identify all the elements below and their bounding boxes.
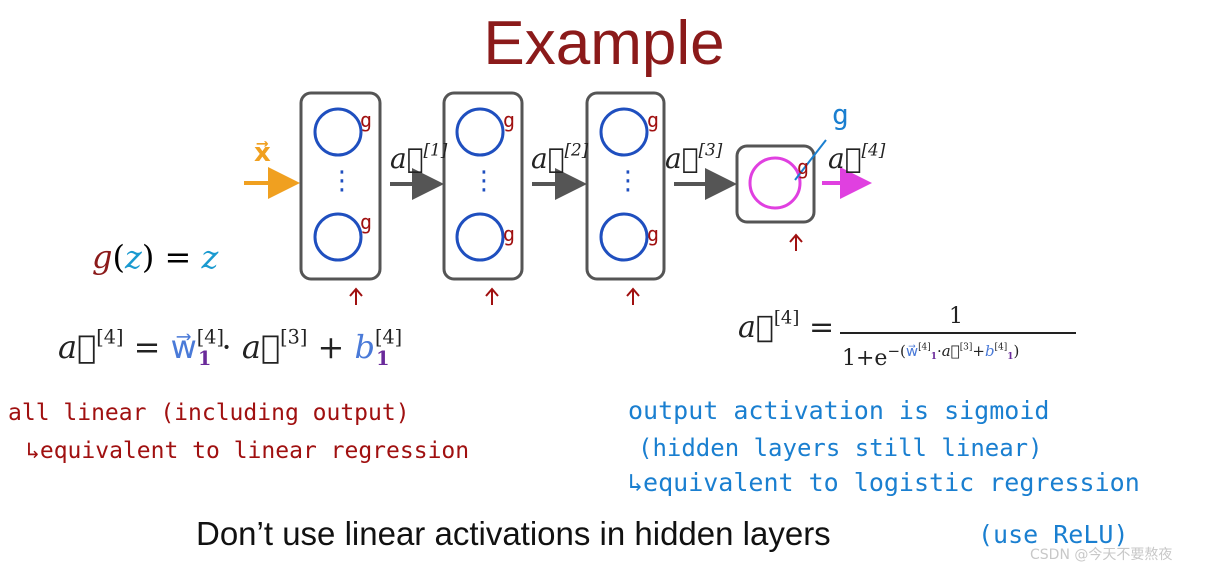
note-linear-regression: ↳equivalent to linear regression bbox=[26, 438, 470, 464]
slide-title: Example bbox=[483, 9, 725, 78]
layer-box bbox=[585, 91, 666, 281]
neuron bbox=[313, 107, 363, 157]
edge-label-1: a⃗[1] bbox=[390, 139, 448, 175]
neuron bbox=[455, 212, 505, 262]
edge-label-2: a⃗[2] bbox=[531, 139, 589, 175]
sigmoid-denominator: 1+e−(w⃗[4]1·a⃗[3]+b[4]1) bbox=[842, 342, 1020, 371]
linear-activation-formula: g(z) = z bbox=[92, 238, 219, 276]
up-arrow-mark-3 bbox=[626, 287, 640, 305]
note-logistic-regression: ↳equivalent to logistic regression bbox=[628, 468, 1140, 497]
note-all-linear: all linear (including output) bbox=[8, 400, 410, 426]
layer-box bbox=[442, 91, 524, 281]
neuron bbox=[313, 212, 363, 262]
linear-output-formula: a⃗[4] = w⃗[4]1 · a⃗[3] + b[4]1 bbox=[58, 325, 403, 370]
watermark: CSDN @今天不要熬夜 bbox=[1030, 547, 1173, 563]
layer-box bbox=[299, 91, 382, 281]
bottom-note-relu: (use ReLU) bbox=[978, 520, 1129, 549]
activation-mark: g bbox=[647, 222, 660, 246]
up-arrow-mark-1 bbox=[349, 287, 363, 305]
input-label: x⃗ bbox=[254, 138, 271, 168]
output-layer bbox=[735, 139, 827, 224]
output-neuron bbox=[748, 156, 802, 210]
bottom-statement: Don’t use linear activations in hidden l… bbox=[196, 515, 831, 552]
activation-mark: g bbox=[360, 108, 373, 132]
up-arrow-mark-2 bbox=[485, 287, 499, 305]
hidden-layer-3 bbox=[585, 91, 666, 281]
neuron-ellipsis: ⋮ bbox=[471, 166, 497, 196]
activation-mark: g bbox=[503, 222, 516, 246]
sigmoid-numerator: 1 bbox=[949, 304, 963, 329]
activation-mark: g bbox=[797, 155, 810, 179]
neuron-ellipsis: ⋮ bbox=[329, 166, 355, 196]
sigmoid-mark-stroke bbox=[794, 139, 827, 181]
activation-mark: g bbox=[360, 210, 373, 234]
hidden-layer-1 bbox=[299, 91, 382, 281]
sigmoid-lhs: a⃗[4] = bbox=[738, 307, 835, 345]
neuron bbox=[455, 107, 505, 157]
note-hidden-linear: (hidden layers still linear) bbox=[638, 434, 1043, 462]
edge-label-4: a⃗[4] bbox=[828, 139, 886, 175]
neuron bbox=[599, 212, 649, 262]
hidden-layer-2 bbox=[442, 91, 524, 281]
sigmoid-mark: g bbox=[832, 98, 849, 131]
neuron-ellipsis: ⋮ bbox=[615, 166, 641, 196]
layer-box bbox=[735, 144, 816, 224]
activation-mark: g bbox=[647, 108, 660, 132]
activation-mark: g bbox=[503, 108, 516, 132]
neuron bbox=[599, 107, 649, 157]
up-arrow-mark-4 bbox=[789, 233, 803, 251]
edge-label-3: a⃗[3] bbox=[665, 139, 723, 175]
note-output-sigmoid: output activation is sigmoid bbox=[628, 396, 1050, 425]
